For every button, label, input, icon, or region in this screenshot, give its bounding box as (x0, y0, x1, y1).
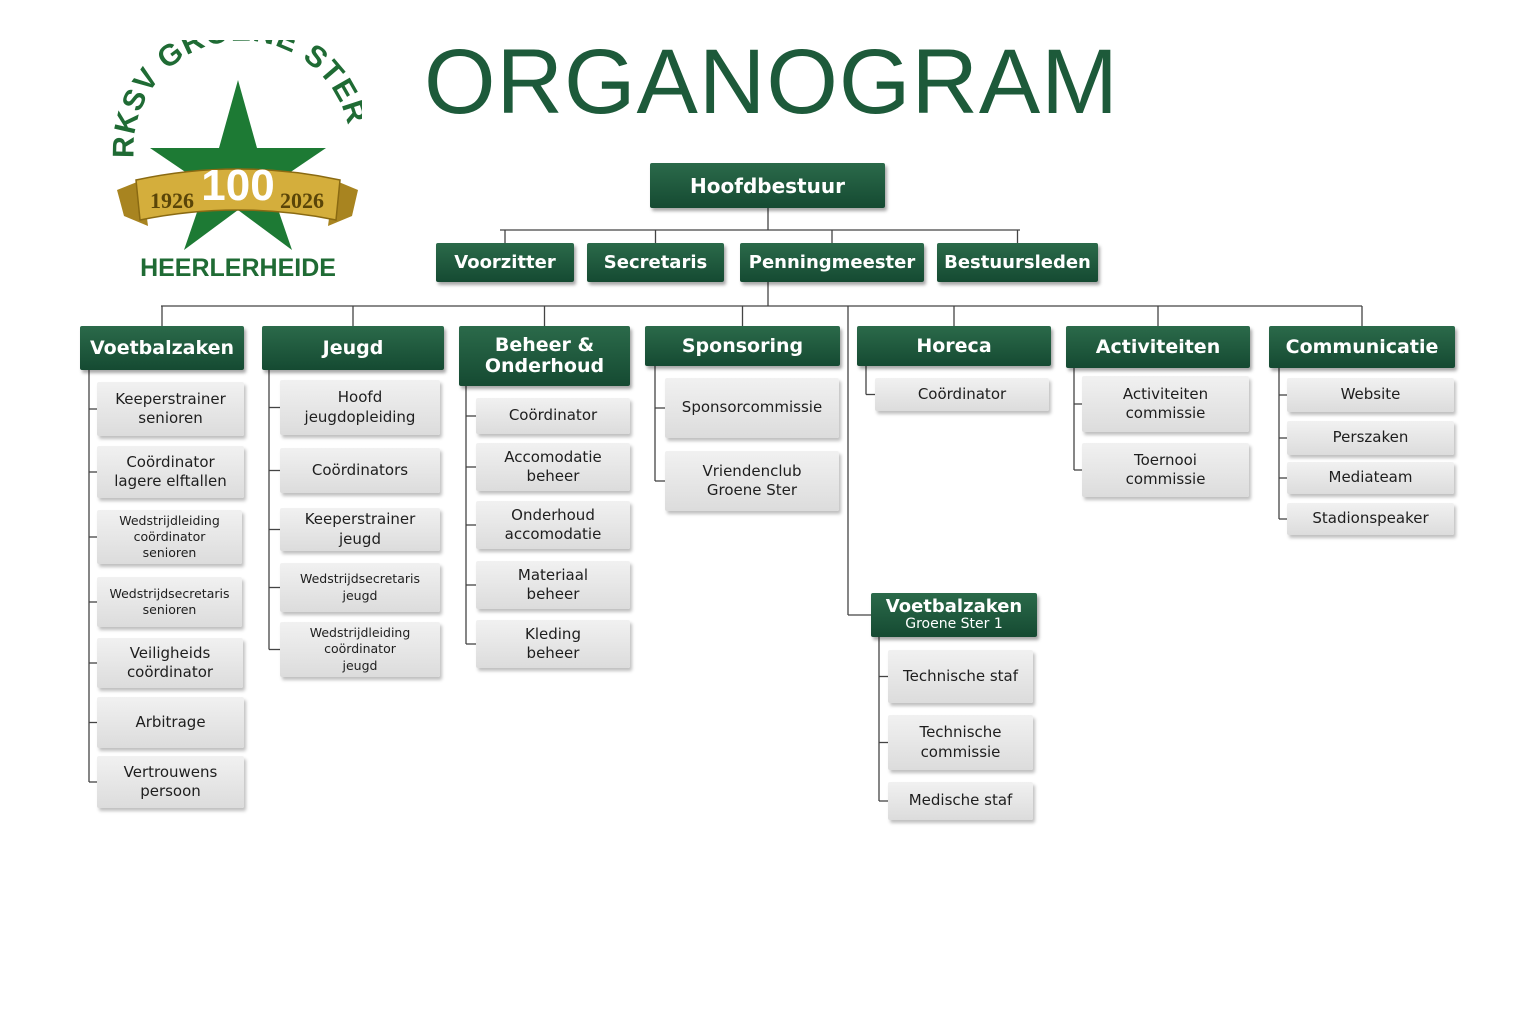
first-team-subtitle: Groene Ster 1 (905, 615, 1003, 632)
board-box: Bestuursleden (937, 243, 1098, 282)
department-header: Jeugd (262, 326, 444, 370)
department-item: Coördinators (280, 448, 440, 493)
logo-number: 100 (201, 161, 274, 210)
department-item: Coördinator lagere elftallen (97, 446, 244, 498)
department-header: Voetbalzaken (80, 326, 244, 370)
department-item: Stadionspeaker (1287, 503, 1454, 535)
department-item: Arbitrage (97, 697, 244, 748)
department-item: Activiteiten commissie (1082, 376, 1249, 432)
first-team-item: Technische staf (888, 650, 1033, 703)
department-header: Sponsoring (645, 326, 840, 366)
department-item: Wedstrijdleiding coördinator senioren (97, 510, 242, 564)
department-header: Communicatie (1269, 326, 1455, 368)
department-item: Toernooi commissie (1082, 443, 1249, 497)
department-item: Onderhoud accomodatie (476, 501, 630, 549)
department-item: Accomodatie beheer (476, 443, 630, 491)
board-box: Secretaris (587, 243, 724, 282)
department-item: Materiaal beheer (476, 561, 630, 609)
club-logo: RKSV GROENE STER 1926 2026 100 HEERLERHE… (112, 40, 362, 282)
department-item: Veiligheids coördinator (97, 638, 243, 688)
first-team-title: Voetbalzaken (885, 595, 1023, 617)
department-item: Perszaken (1287, 421, 1454, 455)
department-item: Wedstrijdsecretaris senioren (97, 577, 242, 627)
department-item: Mediateam (1287, 462, 1454, 494)
department-item: Sponsorcommissie (665, 378, 839, 438)
department-item: Coördinator (476, 398, 630, 434)
first-team-item: Medische staf (888, 782, 1033, 820)
department-header: Horeca (857, 326, 1051, 366)
first-team-item: Technische commissie (888, 715, 1033, 770)
board-box: Voorzitter (436, 243, 574, 282)
board-box: Penningmeester (740, 243, 924, 282)
department-item: Vriendenclub Groene Ster (665, 451, 839, 511)
logo-year-right: 2026 (280, 188, 324, 213)
department-item: Wedstrijdleiding coördinator jeugd (280, 622, 440, 677)
star-icon (150, 80, 326, 250)
department-item: Coördinator (875, 378, 1049, 411)
department-item: Wedstrijdsecretaris jeugd (280, 563, 440, 612)
department-item: Keeperstrainer jeugd (280, 508, 440, 551)
logo-year-left: 1926 (150, 188, 194, 213)
department-header: Activiteiten (1066, 326, 1250, 368)
department-item: Vertrouwens persoon (97, 756, 244, 808)
department-item: Kleding beheer (476, 620, 630, 668)
department-header: Beheer & Onderhoud (459, 326, 630, 386)
ribbon (135, 168, 341, 221)
department-item: Keeperstrainer senioren (97, 382, 244, 436)
logo-place: HEERLERHEIDE (140, 254, 336, 282)
page-title: ORGANOGRAM (424, 31, 1119, 133)
department-item: Hoofd jeugdopleiding (280, 380, 440, 435)
root-box: Hoofdbestuur (650, 163, 885, 208)
department-item: Website (1287, 378, 1454, 412)
